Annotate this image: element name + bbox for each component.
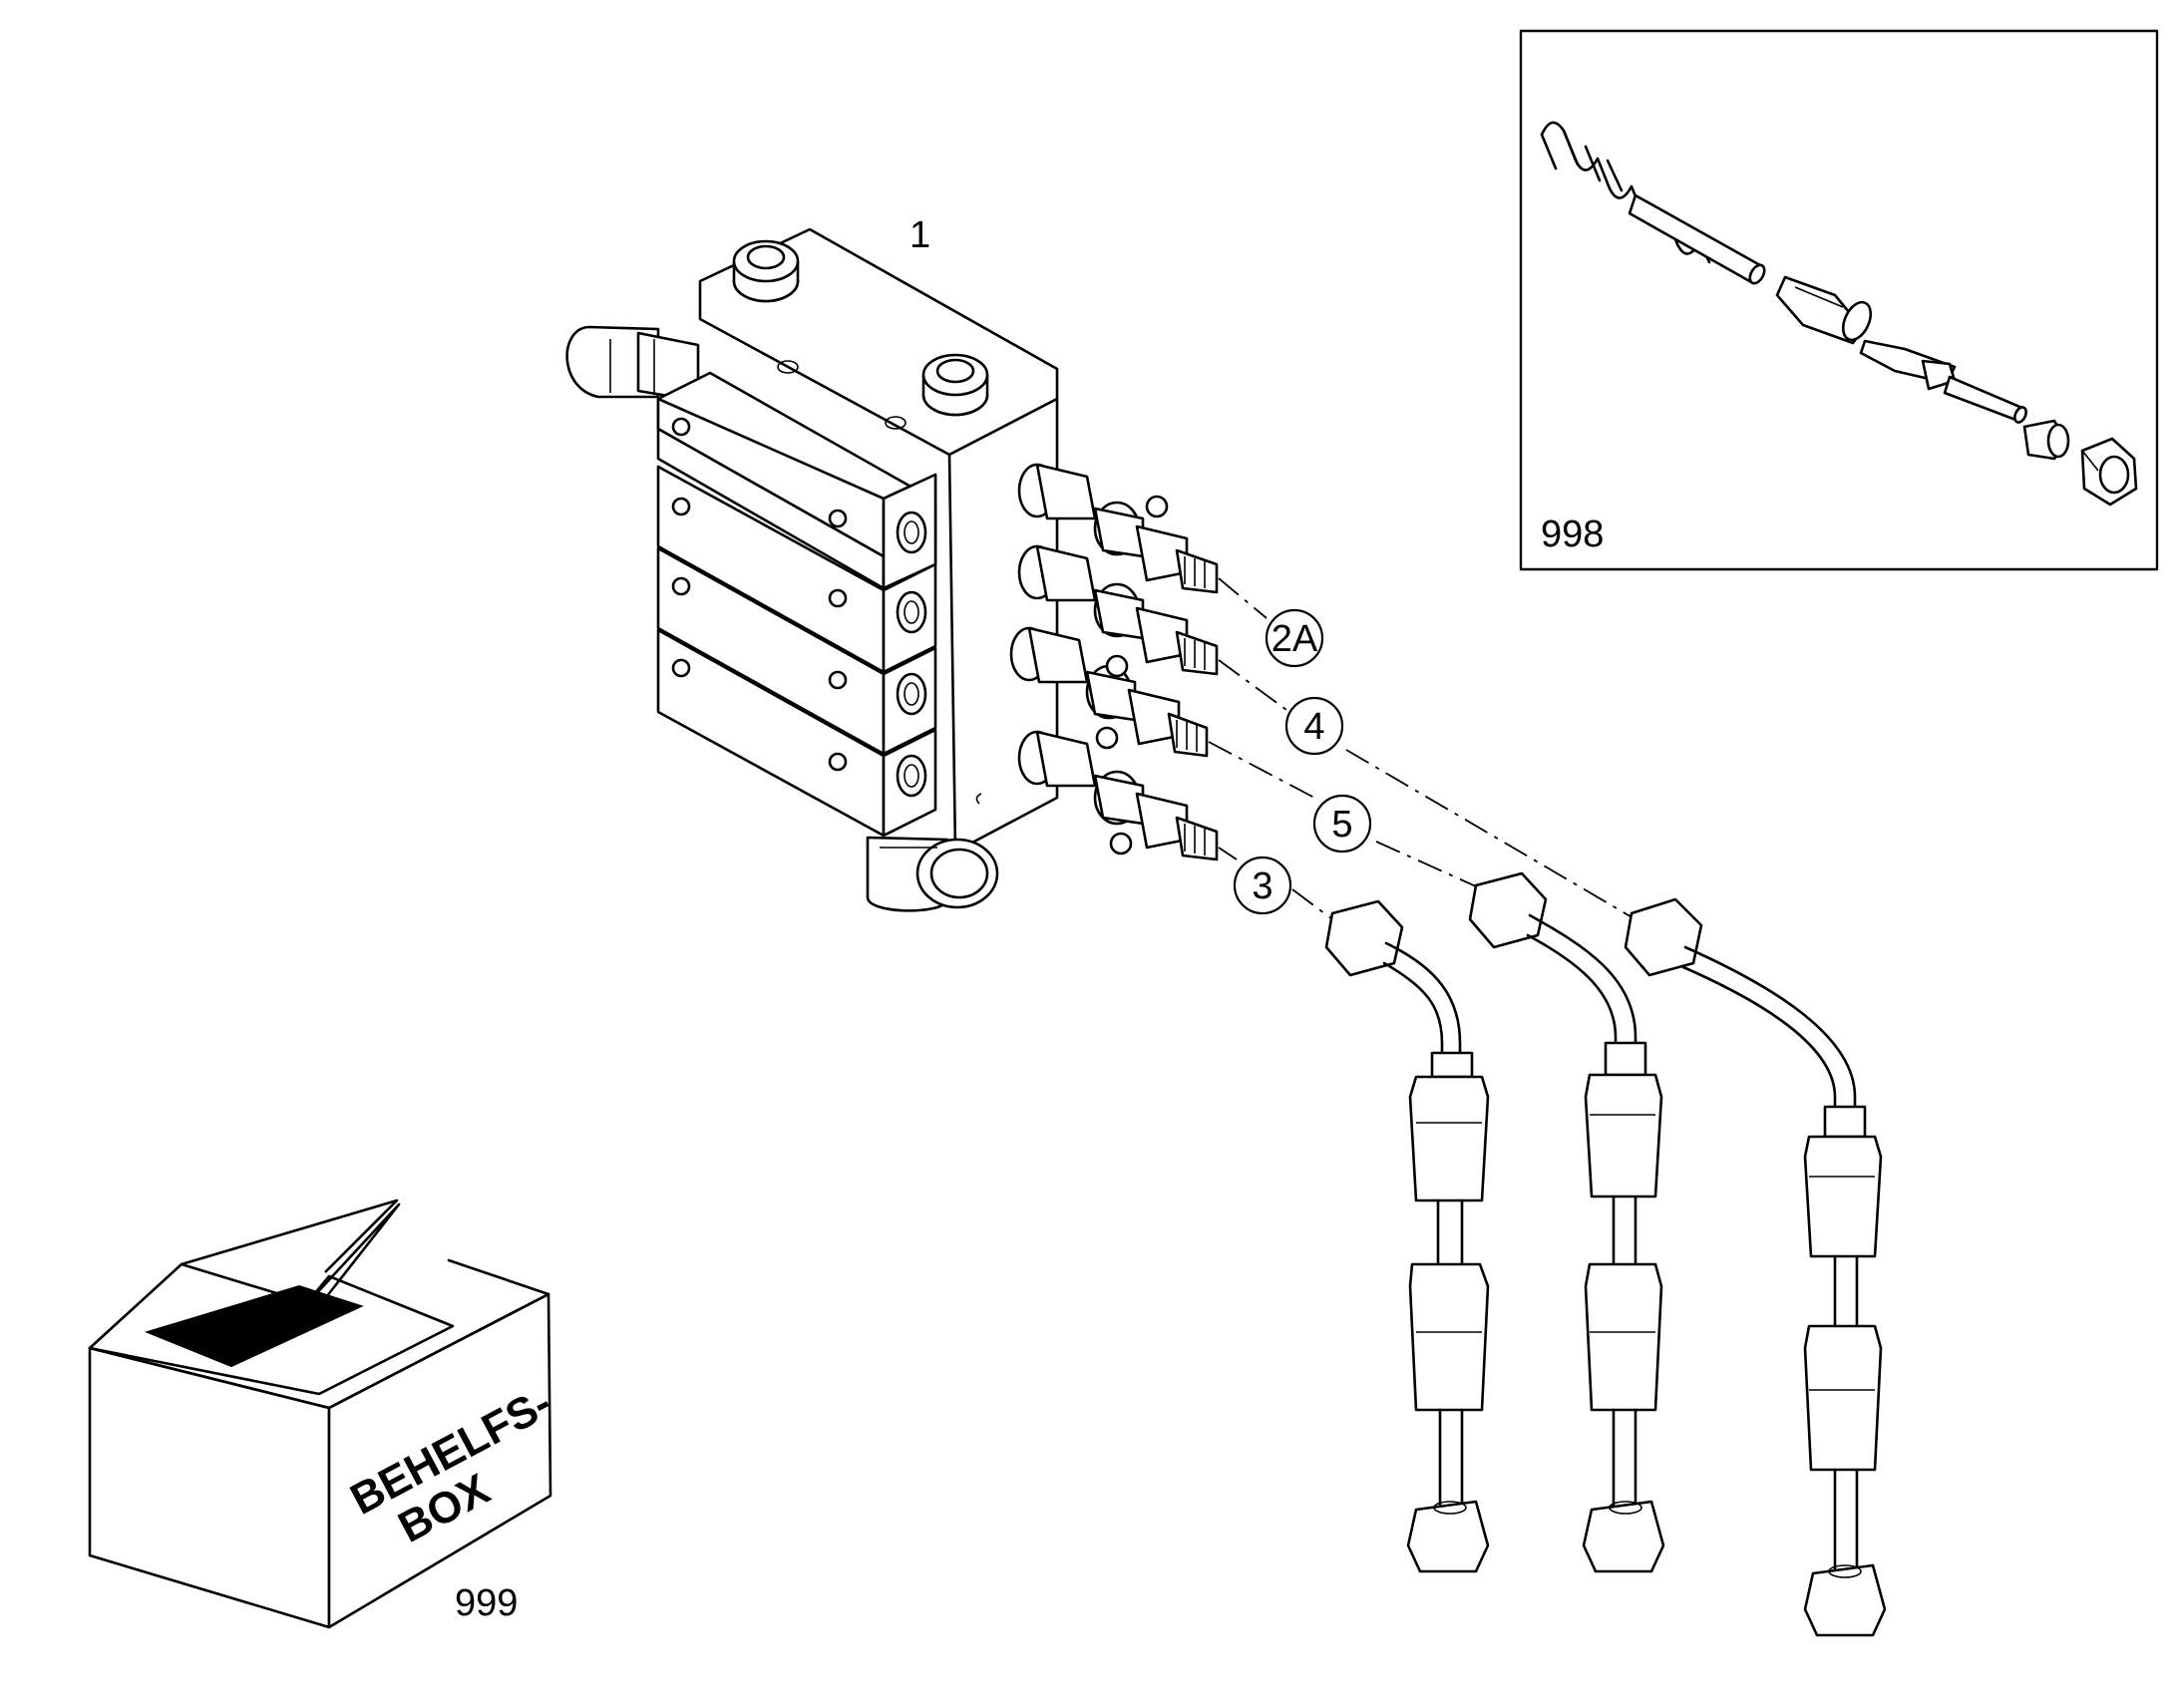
valve-section-4 [656,628,937,838]
svg-text:5: 5 [1331,804,1352,846]
outlet-elbow [866,836,999,912]
outlet-fitting-1 [1017,463,1219,594]
outlet-fitting-3 [1009,626,1209,758]
hose-assembly-5 [1468,871,1665,1573]
hose-assembly-4 [1624,897,1887,1637]
top-nut-right [921,353,989,417]
valve-section-3 [656,546,937,756]
top-nut-left [732,239,800,303]
inlet-plug [565,325,700,403]
main-unit-label: 1 [909,214,930,256]
outlet-fitting-2 [1017,544,1219,676]
callout-2a: 2A [1265,608,1324,668]
outlet-fitting-4 [1017,730,1219,861]
valve-section-1 [656,371,937,590]
ferrule [2022,419,2070,461]
hex-nut [2080,437,2138,507]
svg-text:3: 3 [1252,865,1272,907]
pin [1628,193,1766,285]
spring [1540,121,1711,264]
box-label: 999 [455,1582,518,1624]
callout-5: 5 [1312,794,1372,854]
fitting-nut [1775,275,1873,345]
inset-label: 998 [1541,513,1604,555]
callout-3: 3 [1233,855,1292,915]
svg-text:4: 4 [1303,706,1324,748]
inset-kit-998: 998 [1519,29,2159,571]
behelfs-box: BEHELFS- BOX [88,1198,559,1629]
outlet-fittings [1009,463,1219,861]
plug [1859,339,2027,424]
distributor-block [565,227,1059,912]
callout-4: 4 [1284,696,1344,756]
svg-text:2A: 2A [1272,618,1318,660]
valve-section-2 [656,465,937,674]
hose-assembly-3 [1324,899,1490,1573]
